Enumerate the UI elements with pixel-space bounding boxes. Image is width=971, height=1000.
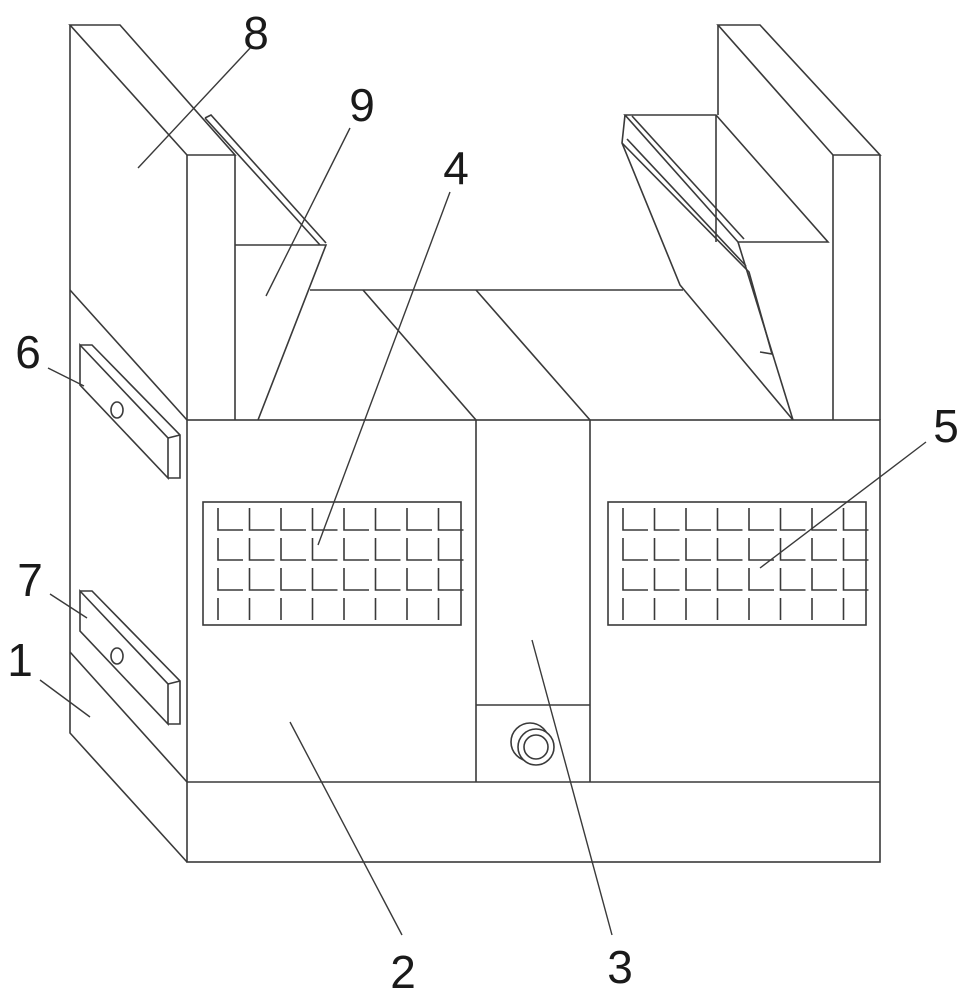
callout-labels: 1 2 3 4 5 6 7 8 9 (7, 7, 959, 998)
callout-2: 2 (390, 946, 416, 998)
right-post-top (716, 24, 882, 156)
callout-3: 3 (607, 941, 633, 993)
lower-bracket-face (79, 588, 169, 727)
leader-3 (531, 639, 613, 936)
housing-top (310, 289, 683, 421)
callout-8: 8 (243, 7, 269, 59)
leader-1 (39, 679, 91, 718)
upper-bracket-edge (80, 344, 181, 479)
lower-bracket-edge (80, 590, 181, 725)
left-hopper-rim (204, 114, 327, 246)
upper-bracket-face (79, 342, 169, 481)
leader-9 (265, 127, 351, 297)
right-hopper-inner-rim (631, 115, 745, 240)
callout-1: 1 (7, 634, 33, 686)
callout-5: 5 (933, 400, 959, 452)
side-base-edge (69, 651, 188, 783)
right-hopper-plate (621, 138, 774, 355)
left-grille-frame (202, 501, 462, 626)
side-top-edge (69, 289, 188, 421)
left-side-face (69, 25, 188, 863)
leader-4 (317, 191, 451, 546)
right-grille (607, 501, 869, 626)
callout-9: 9 (349, 79, 375, 131)
callout-4: 4 (443, 142, 469, 194)
lower-bracket (79, 588, 181, 727)
front-face (186, 419, 881, 863)
callout-7: 7 (17, 554, 43, 606)
right-hopper (621, 114, 830, 421)
lower-bracket-hole (110, 647, 124, 665)
leader-8 (137, 45, 253, 169)
center-channel (475, 420, 591, 782)
upper-bracket-hole (110, 401, 124, 419)
channel-top-edges (362, 289, 591, 421)
left-grille (202, 501, 464, 626)
left-hopper-front (235, 244, 328, 421)
callout-6: 6 (15, 326, 41, 378)
left-post (68, 24, 237, 420)
left-hopper (204, 114, 328, 421)
right-post (716, 24, 882, 420)
leader-2 (289, 721, 403, 936)
front-outline (186, 419, 881, 863)
right-hopper-rear-slope (621, 114, 794, 421)
knob (510, 722, 555, 766)
leader-7 (49, 593, 88, 619)
leader-6 (47, 367, 85, 387)
right-post-front (832, 155, 881, 420)
side-outer-edge (69, 25, 188, 863)
right-grille-pattern (622, 508, 869, 620)
right-grille-frame (607, 501, 867, 626)
callout-leaders (39, 45, 927, 936)
left-post-front (186, 155, 236, 420)
left-grille-pattern (217, 508, 464, 620)
knob-inner-ring (523, 734, 549, 760)
right-hopper-rim (623, 114, 830, 243)
leader-5 (759, 441, 927, 569)
upper-bracket (79, 342, 181, 481)
